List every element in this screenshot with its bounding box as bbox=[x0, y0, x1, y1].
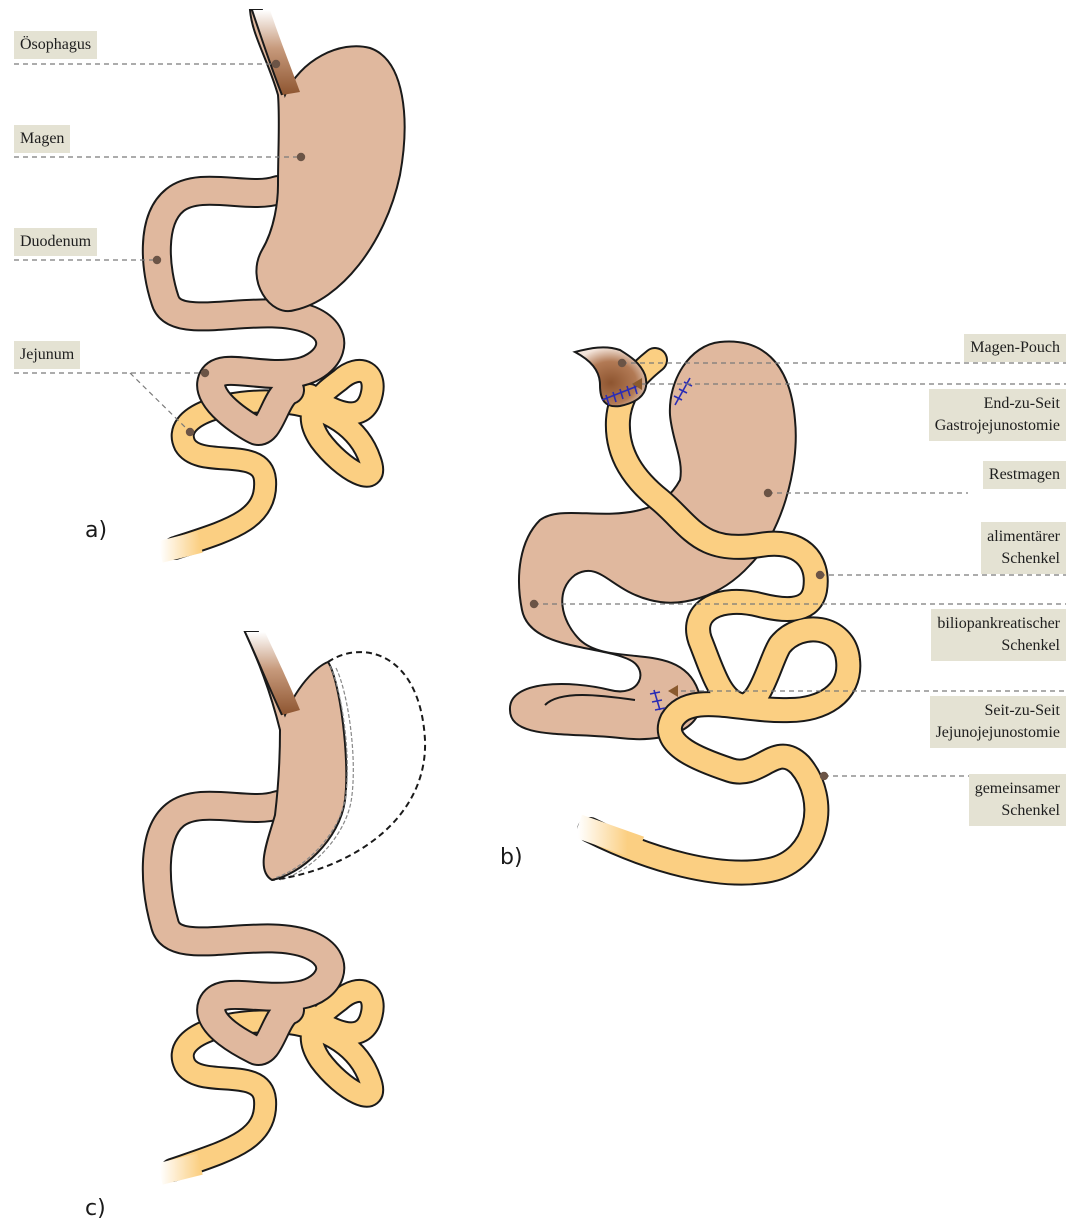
panel-b-gastric-pouch bbox=[575, 347, 646, 406]
label-restmagen: Restmagen bbox=[983, 461, 1066, 489]
label-biliopank-line1: biliopankreatischer bbox=[937, 613, 1060, 635]
leader-lines bbox=[14, 64, 1066, 776]
label-biliopank-line2: Schenkel bbox=[937, 635, 1060, 657]
panel-a-stomach bbox=[250, 10, 405, 311]
label-magen: Magen bbox=[14, 125, 70, 153]
panel-label-b: b) bbox=[500, 845, 523, 870]
label-seit-zu-seit-line1: Seit-zu-Seit bbox=[936, 700, 1060, 722]
panel-c-sleeve-stomach bbox=[245, 632, 425, 880]
label-biliopankreatischer-schenkel: biliopankreatischer Schenkel bbox=[931, 609, 1066, 661]
label-magen-pouch: Magen-Pouch bbox=[964, 334, 1066, 362]
panel-c-drawing bbox=[157, 632, 425, 1174]
label-alimentaerer-schenkel: alimentärer Schenkel bbox=[981, 522, 1066, 574]
panel-b-drawing bbox=[510, 342, 848, 873]
label-seit-zu-seit: Seit-zu-Seit Jejunojejunostomie bbox=[930, 696, 1066, 748]
panel-label-c: c) bbox=[85, 1196, 106, 1221]
label-alimentaerer-line1: alimentärer bbox=[987, 526, 1060, 548]
panel-a-drawing bbox=[157, 10, 405, 552]
label-gemeinsamer-line2: Schenkel bbox=[975, 800, 1060, 822]
label-gemeinsamer-schenkel: gemeinsamer Schenkel bbox=[969, 774, 1066, 826]
label-oesophagus: Ösophagus bbox=[14, 31, 97, 59]
label-seit-zu-seit-line2: Jejunojejunostomie bbox=[936, 722, 1060, 744]
label-alimentaerer-line2: Schenkel bbox=[987, 548, 1060, 570]
label-end-zu-seit-line2: Gastrojejunostomie bbox=[935, 415, 1060, 437]
label-gemeinsamer-line1: gemeinsamer bbox=[975, 778, 1060, 800]
label-duodenum: Duodenum bbox=[14, 228, 97, 256]
label-end-zu-seit: End-zu-Seit Gastrojejunostomie bbox=[929, 389, 1066, 441]
label-end-zu-seit-line1: End-zu-Seit bbox=[935, 393, 1060, 415]
label-jejunum: Jejunum bbox=[14, 341, 80, 369]
panel-label-a: a) bbox=[85, 518, 107, 543]
